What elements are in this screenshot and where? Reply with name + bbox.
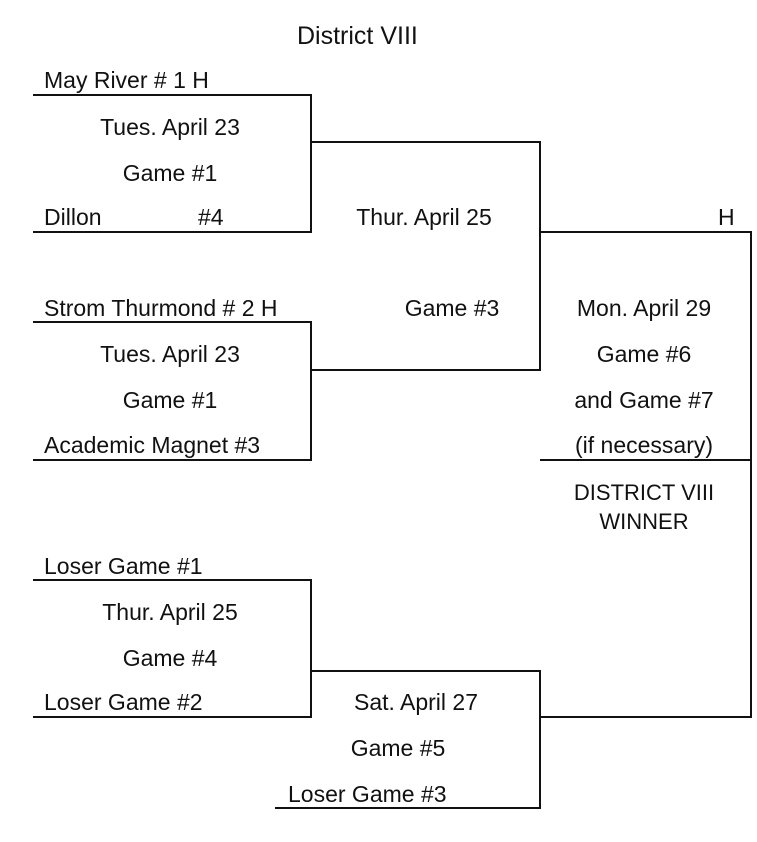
- game3-label: Game #3: [404, 295, 500, 321]
- game1-date: Tues. April 23: [100, 114, 240, 140]
- team-dillon: Dillon: [44, 204, 102, 230]
- game4-date: Thur. April 25: [102, 599, 238, 625]
- winner-line2: WINNER: [599, 509, 689, 534]
- team-academic-magnet: Academic Magnet #3: [44, 432, 261, 458]
- final-date: Mon. April 29: [576, 295, 712, 321]
- page-title: District VIII: [297, 22, 418, 50]
- final-home-marker: H: [718, 204, 735, 230]
- game3-date: Thur. April 25: [356, 204, 492, 230]
- game1b-date: Tues. April 23: [100, 341, 240, 367]
- game5-date: Sat. April 27: [353, 689, 479, 715]
- winner-line1: DISTRICT VIII: [573, 480, 715, 505]
- game1b-label: Game #1: [122, 387, 218, 413]
- game4-label: Game #4: [122, 645, 218, 671]
- game1-label: Game #1: [122, 160, 218, 186]
- game7-note: (if necessary): [574, 432, 714, 458]
- game5-label: Game #5: [350, 735, 446, 761]
- loser-game1: Loser Game #1: [44, 553, 203, 579]
- loser-game3: Loser Game #3: [288, 781, 447, 807]
- team-dillon-seed: #4: [198, 204, 224, 230]
- game7-label: and Game #7: [574, 387, 714, 413]
- team-may-river: May River # 1 H: [44, 67, 209, 93]
- team-strom-thurmond: Strom Thurmond # 2 H: [44, 295, 278, 321]
- game6-label: Game #6: [596, 341, 692, 367]
- loser-game2: Loser Game #2: [44, 689, 203, 715]
